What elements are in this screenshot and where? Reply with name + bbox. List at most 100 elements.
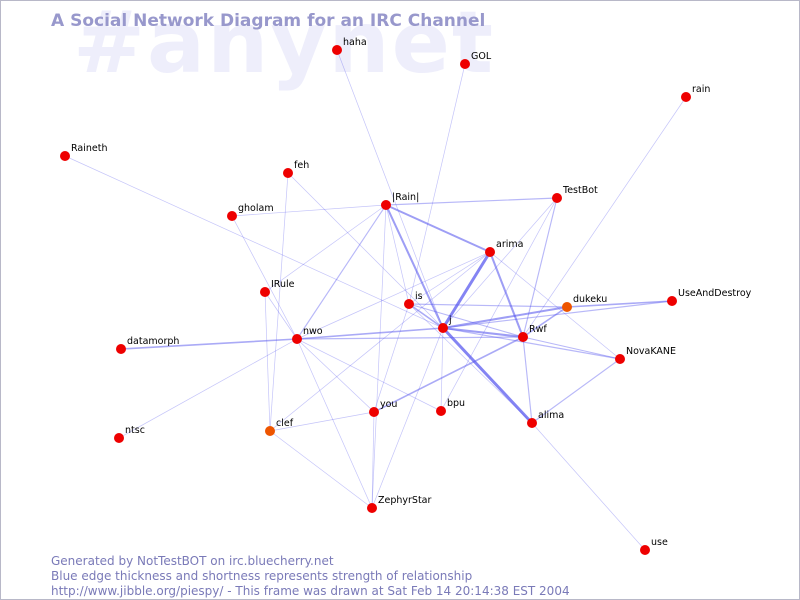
node-dot-GOL[interactable] xyxy=(460,59,470,69)
channel-watermark: #anynet xyxy=(73,0,496,93)
edge-arima-Rwf xyxy=(488,250,525,339)
node-dot-clef[interactable] xyxy=(265,426,275,436)
edge-NovaKANE-alima xyxy=(531,358,621,424)
node-dukeku[interactable]: dukeku xyxy=(562,294,607,312)
node-dot-rain[interactable] xyxy=(681,92,691,102)
edge-is-j xyxy=(408,303,444,329)
node-label-feh: feh xyxy=(294,160,309,171)
node-ZephyrStar[interactable]: ZephyrStar xyxy=(367,495,432,513)
node-dot-ZephyrStar[interactable] xyxy=(367,503,377,513)
node-dot-NovaKANE[interactable] xyxy=(615,354,625,364)
node-feh[interactable]: feh xyxy=(283,160,309,178)
edge-is-dukeku xyxy=(408,303,568,308)
node-label-arima: arima xyxy=(496,239,523,250)
node-NovaKANE[interactable]: NovaKANE xyxy=(615,346,676,364)
node-label-GOL: GOL xyxy=(471,51,492,62)
edge-rain-Rwf xyxy=(522,96,687,338)
edge-nwo-ntsc xyxy=(118,338,298,439)
node-j[interactable]: j xyxy=(438,315,452,333)
node-dot-IRule[interactable] xyxy=(260,287,270,297)
edge-Rain-ZephyrStar xyxy=(371,204,387,509)
edge-j-bpu xyxy=(440,327,444,412)
node-dot-UseAndDestroy[interactable] xyxy=(667,296,677,306)
edge-j-ZephyrStar xyxy=(371,327,444,509)
footer-legend-note: Blue edge thickness and shortness repres… xyxy=(51,569,473,583)
node-dot-j[interactable] xyxy=(438,323,448,333)
node-label-ntsc: ntsc xyxy=(125,425,145,436)
edge-Rain-is xyxy=(385,204,410,305)
edge-Rain-IRule xyxy=(264,204,387,293)
node-label-TestBot: TestBot xyxy=(562,185,598,196)
node-label-dukeku: dukeku xyxy=(573,294,607,305)
node-dot-ntsc[interactable] xyxy=(114,433,124,443)
node-alima[interactable]: alima xyxy=(527,410,564,428)
node-label-Rwf: Rwf xyxy=(529,324,547,335)
edge-nwo-ZephyrStar xyxy=(296,338,373,509)
node-dot-arima[interactable] xyxy=(485,247,495,257)
edge-you-ZephyrStar xyxy=(371,411,375,509)
node-arima[interactable]: arima xyxy=(485,239,523,257)
node-label-gholam: gholam xyxy=(238,203,274,214)
node-dot-Raineth[interactable] xyxy=(60,151,70,161)
footer: Generated by NotTestBOT on irc.bluecherr… xyxy=(51,554,570,599)
edge-arima-is xyxy=(408,251,491,305)
edge-nwo-you xyxy=(296,338,375,413)
edge-alima-use xyxy=(531,422,646,551)
edge-j-NovaKANE xyxy=(442,327,621,360)
edge-feh-j xyxy=(287,172,444,329)
node-Raineth[interactable]: Raineth xyxy=(60,143,107,161)
edge-GOL-is xyxy=(408,63,466,305)
node-UseAndDestroy[interactable]: UseAndDestroy xyxy=(667,288,752,306)
node-GOL[interactable]: GOL xyxy=(460,51,492,69)
node-dot-nwo[interactable] xyxy=(292,334,302,344)
node-dot-is[interactable] xyxy=(404,299,414,309)
node-IRule[interactable]: IRule xyxy=(260,279,295,297)
node-you[interactable]: you xyxy=(369,399,397,417)
node-nwo[interactable]: nwo xyxy=(292,326,323,344)
edge-dukeku-j xyxy=(441,305,569,330)
edge-IRule-clef xyxy=(264,291,271,432)
node-rain[interactable]: rain xyxy=(681,84,710,102)
node-dot-haha[interactable] xyxy=(332,45,342,55)
node-datamorph[interactable]: datamorph xyxy=(116,336,179,354)
node-haha[interactable]: haha xyxy=(332,37,367,55)
node-Rain[interactable]: |Rain| xyxy=(381,192,419,210)
node-ntsc[interactable]: ntsc xyxy=(114,425,145,443)
node-dot-Rwf[interactable] xyxy=(518,332,528,342)
node-dot-bpu[interactable] xyxy=(436,406,446,416)
node-dot-use[interactable] xyxy=(640,545,650,555)
edge-TestBot-bpu xyxy=(440,197,558,412)
node-TestBot[interactable]: TestBot xyxy=(552,185,598,203)
node-label-clef: clef xyxy=(276,418,294,429)
node-dot-you[interactable] xyxy=(369,407,379,417)
node-label-you: you xyxy=(380,399,397,410)
edge-j-nwo xyxy=(296,327,444,340)
edge-Rain-arima xyxy=(384,203,492,254)
footer-generated-by: Generated by NotTestBOT on irc.bluecherr… xyxy=(51,554,334,568)
node-dot-gholam[interactable] xyxy=(227,211,237,221)
node-label-nwo: nwo xyxy=(303,326,323,337)
edge-arima-NovaKANE xyxy=(489,251,621,360)
node-clef[interactable]: clef xyxy=(265,418,294,436)
node-gholam[interactable]: gholam xyxy=(227,203,274,221)
edge-Rwf-alima xyxy=(522,336,533,424)
node-use[interactable]: use xyxy=(640,537,668,555)
node-dot-feh[interactable] xyxy=(283,168,293,178)
node-label-UseAndDestroy: UseAndDestroy xyxy=(678,288,752,299)
node-bpu[interactable]: bpu xyxy=(436,398,465,416)
node-dot-dukeku[interactable] xyxy=(562,302,572,312)
node-is[interactable]: is xyxy=(404,291,423,309)
node-dot-TestBot[interactable] xyxy=(552,193,562,203)
node-dot-Rain[interactable] xyxy=(381,200,391,210)
edge-TestBot-j xyxy=(442,197,558,329)
edge-Rwf-NovaKANE xyxy=(522,336,621,360)
node-Rwf[interactable]: Rwf xyxy=(518,324,547,342)
node-dot-alima[interactable] xyxy=(527,418,537,428)
node-dot-datamorph[interactable] xyxy=(116,344,126,354)
node-label-j: j xyxy=(448,315,452,326)
edge-Raineth-j xyxy=(64,155,444,329)
node-label-Raineth: Raineth xyxy=(71,143,107,154)
